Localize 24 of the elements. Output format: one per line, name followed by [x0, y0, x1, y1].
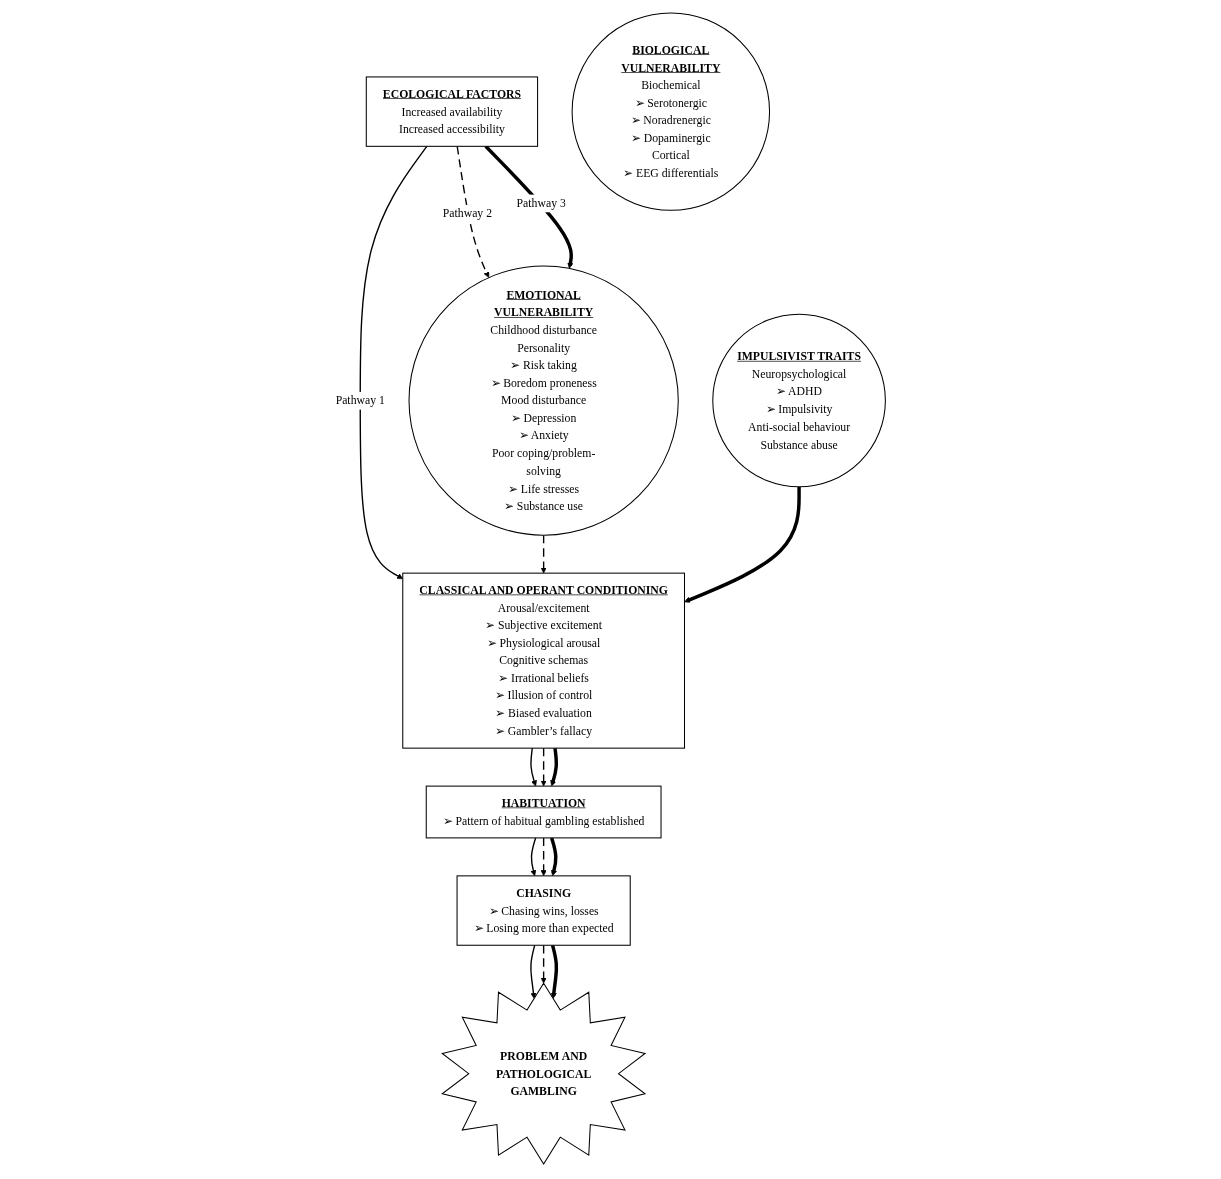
node-box: CLASSICAL AND OPERANT CONDITIONING Arousal/excitement ➢ Subjective excitement ➢ Physiological arousal Cognitive schemas ➢ Irrational beliefs ➢ Illusion of control ➢ Biased evaluation ➢ Gambler’s fallacy — [402, 572, 685, 749]
arrow — [549, 837, 558, 877]
node-circle: BIOLOGICAL VULNERABILITY Biochemical ➢ Serotonergic ➢ Noradrenergic ➢ Dopaminergic Cortical ➢ EEG differentials — [571, 12, 771, 211]
arrow — [359, 145, 428, 580]
arrow — [456, 145, 490, 278]
arrow — [484, 145, 574, 269]
edge-label: Pathway 3 — [516, 196, 566, 210]
edge-label: Pathway 1 — [335, 393, 385, 407]
node-box: HABITUATION ➢ Pattern of habitual gambling established — [425, 785, 662, 839]
arrow — [530, 837, 537, 877]
arrow — [684, 486, 801, 603]
arrow — [550, 944, 559, 999]
arrow — [540, 747, 547, 787]
arrow — [530, 747, 537, 787]
arrow — [540, 837, 547, 877]
node-circle: IMPULSIVIST TRAITS Neuropsychological ➢ ADHD ➢ Impulsivity Anti-social behaviour Substance abuse — [712, 313, 886, 488]
edge-label: Pathway 2 — [442, 206, 493, 220]
node-box: ECOLOGICAL FACTORS Increased availability Increased accessibility — [365, 76, 539, 147]
arrow — [550, 747, 559, 787]
node-box: CHASING ➢ Chasing wins, losses ➢ Losing more than expected — [456, 875, 631, 946]
arrow — [530, 944, 537, 999]
arrow — [540, 534, 547, 574]
arrow — [540, 944, 547, 984]
node-circle: EMOTIONAL VULNERABILITY Childhood disturbance Personality ➢ Risk taking ➢ Boredom proneness Mood disturbance ➢ Depression ➢ Anxiety Poor coping/problem-solving ➢ Life stresses ➢ Substance use — [408, 265, 679, 536]
